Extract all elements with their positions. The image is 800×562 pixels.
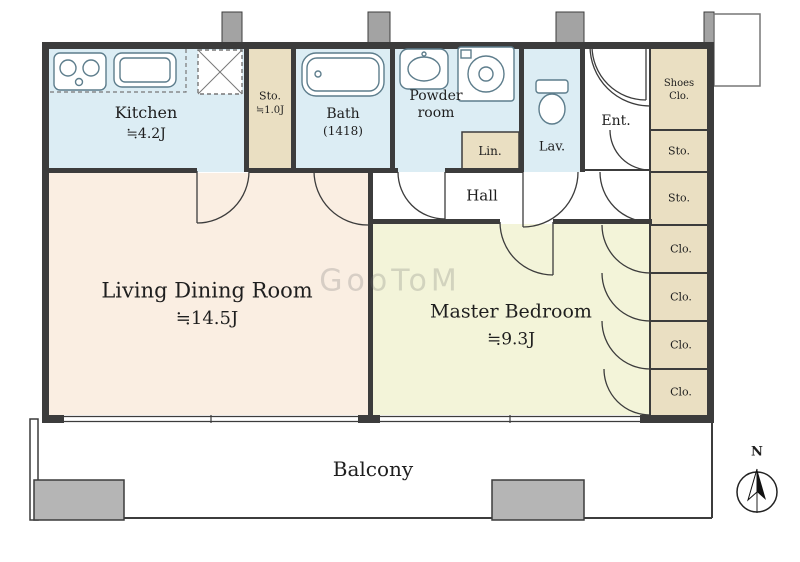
powder-door-arc	[397, 171, 446, 220]
closet4-door-arc	[603, 368, 651, 416]
toilet-icon	[535, 79, 569, 125]
storage3-door-arc	[599, 171, 651, 223]
compass-icon	[736, 468, 778, 513]
stove-icon	[53, 52, 107, 91]
bedroom-door-arc	[499, 221, 554, 276]
compass-north-label: N	[751, 444, 763, 460]
watermark-text: GooToM	[319, 263, 461, 299]
room-label-living: Living Dining Room	[101, 278, 313, 303]
room-label-bedroom: Master Bedroom	[430, 300, 592, 323]
washbasin-icon	[399, 48, 449, 90]
refrigerator-space-icon	[197, 49, 243, 95]
room-label-lavatory: Lav.	[538, 139, 566, 155]
room-label-bath: Bath	[326, 106, 360, 122]
room-label-closet1: Clo.	[670, 242, 692, 256]
room-label-closet4: Clo.	[670, 385, 692, 399]
room-label-hall: Hall	[466, 186, 498, 205]
kitchen-door-arc	[196, 170, 250, 224]
storage2-door-arc	[609, 129, 651, 171]
room-fill-linen	[462, 132, 519, 172]
room-label-storage2: Sto.	[668, 144, 690, 158]
wall-stubs	[221, 11, 715, 46]
bathtub-icon	[301, 52, 385, 97]
shoes-closet-door-arc	[589, 45, 651, 107]
room-size-kitchen: ≒4.2J	[126, 126, 166, 142]
room-label-storage1: Sto.	[259, 89, 281, 103]
exterior-shaft-outline	[713, 13, 761, 87]
room-label-shoes-closet-line2: Clo.	[669, 91, 689, 102]
entrance-door-arc	[591, 45, 647, 101]
kitchen-counter-line	[50, 48, 187, 93]
room-size-living: ≒14.5J	[175, 308, 239, 329]
closet3-door-arc	[601, 320, 651, 370]
kitchen-sink-icon	[113, 52, 177, 88]
living-door-arc	[313, 170, 369, 226]
closet2-door-arc	[601, 272, 651, 322]
room-fill-storage1	[249, 45, 291, 172]
fixtures	[50, 46, 569, 125]
room-label-entrance: Ent.	[601, 113, 631, 129]
room-label-powder-line1: Powder	[409, 88, 463, 104]
room-size-bath: (1418)	[323, 124, 363, 138]
room-label-closet2: Clo.	[670, 290, 692, 304]
room-label-closet3: Clo.	[670, 338, 692, 352]
lavatory-door-arc	[522, 171, 579, 228]
room-size-bedroom: ≒9.3J	[486, 329, 536, 350]
room-fills	[45, 45, 707, 415]
room-label-powder-line2: room	[417, 105, 455, 121]
washing-machine-icon	[457, 46, 515, 102]
balcony-window	[64, 415, 640, 423]
room-fill-living	[49, 173, 368, 415]
thin-walls	[461, 45, 710, 415]
closet1-door-arc	[601, 224, 651, 274]
room-fill-closet-column	[650, 45, 707, 415]
room-label-storage3: Sto.	[668, 191, 690, 205]
room-size-storage1: ≒1.0J	[255, 105, 285, 116]
room-label-shoes-closet-line1: Shoes	[663, 78, 695, 89]
room-label-linen: Lin.	[478, 144, 502, 158]
room-fill-hall	[373, 173, 650, 219]
balcony-partition-blocks	[33, 479, 585, 521]
room-label-kitchen: Kitchen	[114, 103, 178, 122]
room-label-balcony: Balcony	[332, 457, 414, 481]
door-arcs	[196, 45, 651, 416]
